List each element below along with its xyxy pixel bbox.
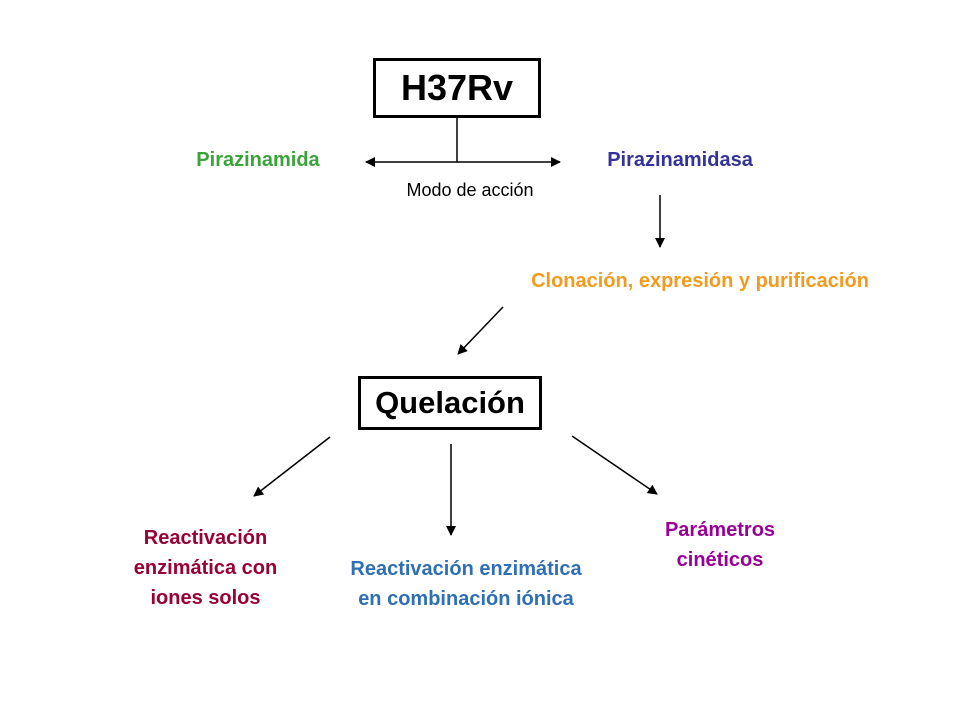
arrow-to-reactivacion-iones — [253, 436, 331, 497]
h37rv-label: H37Rv — [400, 67, 514, 108]
pirazinamidasa-label: Pirazinamidasa — [607, 149, 753, 171]
arrow-to-quelacion — [457, 306, 504, 355]
reactivacion-iones-label: Reactivación enzimática con iones solos — [133, 527, 278, 609]
pirazinamida-label: Pirazinamida — [196, 149, 320, 171]
quelacion-box: Quelación — [358, 376, 542, 430]
h37rv-box: H37Rv — [373, 58, 541, 118]
reactivacion-combinacion-label: Reactivación enzimática en combinación i… — [350, 558, 582, 610]
clonacion-label: Clonación, expresión y purificación — [531, 270, 869, 292]
quelacion-label: Quelación — [375, 385, 525, 420]
modo-accion-label: Modo de acción — [406, 180, 534, 200]
arrow-to-parametros — [571, 435, 658, 495]
parametros-label: Parámetros cinéticos — [664, 519, 776, 571]
